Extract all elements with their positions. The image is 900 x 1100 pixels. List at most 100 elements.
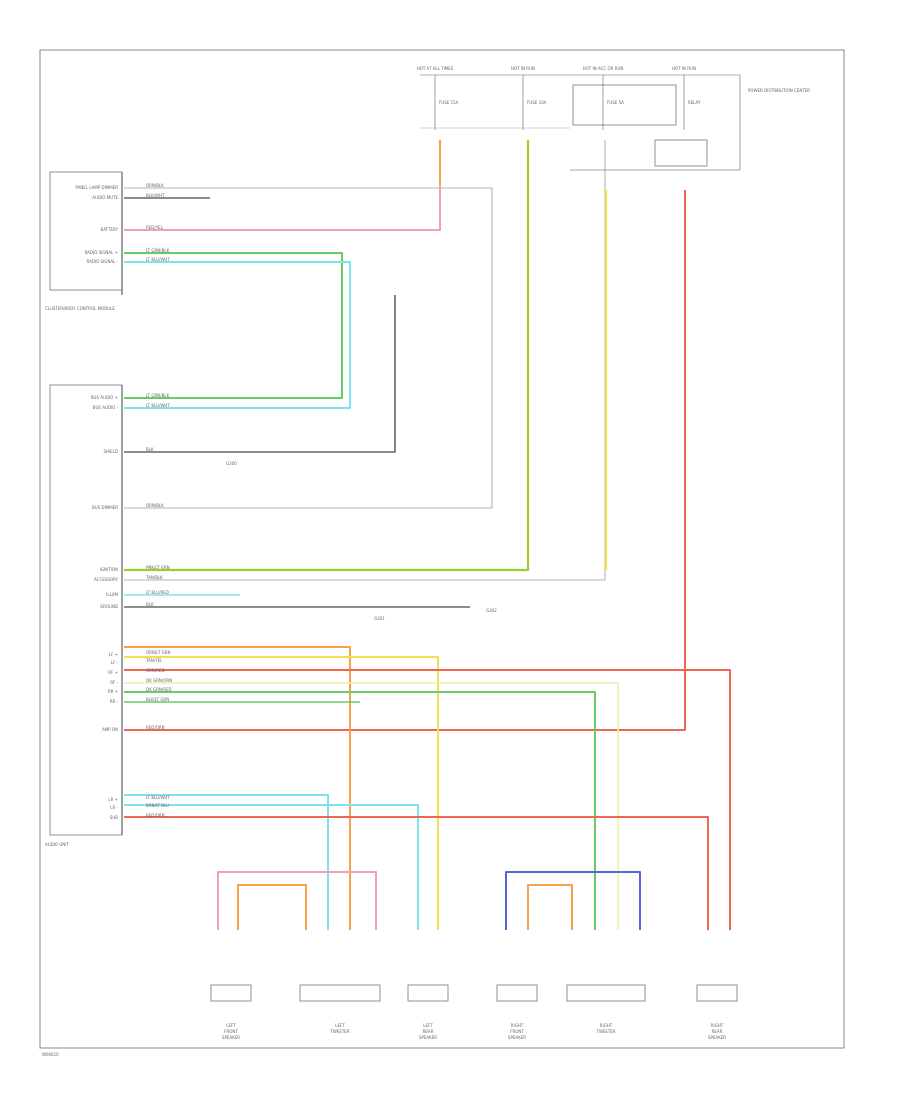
radio-pin-wire-9: TAN/YEL — [145, 658, 163, 663]
speaker-box-4 — [566, 984, 646, 1002]
radio-pin-wire-2: BLK — [146, 447, 154, 452]
module-pin-label-4: RADIO SIGNAL - — [86, 259, 118, 264]
module-pin-label-0: PANEL LAMP DIMMER — [75, 185, 118, 190]
wire-amp-on — [124, 190, 686, 731]
radio-pin-wire-15: LT BLU/WHT — [146, 795, 170, 800]
wire-left-front-loop-inner — [237, 884, 307, 930]
radio-pin-label-0: BUS AUDIO + — [91, 395, 118, 400]
radio-pin-wire-11: DK GRN/ORN — [146, 678, 172, 683]
module-pin-label-2: BATTERY — [101, 227, 119, 232]
module-pin-wire-4: LT BLU/WHT — [146, 257, 170, 262]
speaker-label2-5: REAR — [712, 1029, 723, 1034]
fuse-box-label: POWER DISTRIBUTION CENTER — [748, 88, 810, 93]
radio-pin-wire-0: LT GRN/BLK — [146, 393, 170, 398]
wire-shield — [124, 295, 396, 453]
radio-pin-wire-14: RED/ORN — [146, 725, 165, 730]
module-label: CLUSTER/BODY CONTROL MODULE — [45, 306, 115, 311]
speaker-label1-5: RIGHT — [711, 1023, 724, 1028]
speaker-label1-4: RIGHT — [600, 1023, 613, 1028]
audio-unit-label: AUDIO UNIT — [45, 842, 69, 847]
speaker-label2-4: TWEETER — [595, 1029, 615, 1034]
wire-lf-plus — [124, 646, 351, 930]
wire-lr-plus — [124, 794, 329, 930]
speaker-label2-1: TWEETER — [329, 1029, 349, 1034]
fuse-hot-label-1: HOT IN RUN — [511, 66, 535, 71]
wire-battery — [124, 140, 441, 231]
speaker-label2-3: FRONT — [510, 1029, 524, 1034]
speaker-label3-3: SPEAKER — [508, 1035, 526, 1040]
speaker-label1-1: LEFT — [335, 1023, 345, 1028]
radio-pin-wire-10: ORN/RED — [146, 668, 165, 673]
radio-pin-wire-13: BLK/LT GRN — [146, 697, 169, 702]
radio-pin-label-8: LF + — [109, 652, 118, 657]
wire-ignition — [124, 140, 530, 572]
wire-dimmer — [124, 187, 493, 509]
speaker-label3-0: SPEAKER — [222, 1035, 240, 1040]
radio-pin-wire-16: BRN/LT BLU — [146, 803, 169, 808]
radio-pin-label-4: IGNITION — [100, 567, 118, 572]
wire-right-front-loop-inner — [527, 884, 573, 930]
wire-sub — [124, 816, 709, 930]
speaker-label2-2: REAR — [423, 1029, 434, 1034]
radio-pin-wire-1: LT BLU/WHT — [146, 403, 170, 408]
footer-code: W00010 — [42, 1052, 59, 1057]
speaker-label1-2: LEFT — [423, 1023, 433, 1028]
wire-left-front-loop — [217, 871, 377, 930]
fuse-name-1: FUSE 10A — [527, 100, 547, 105]
radio-pin-wire-17: RED/ORN — [146, 813, 165, 818]
wire-lr-minus — [124, 804, 419, 930]
radio-pin-label-13: RR - — [110, 699, 119, 704]
speaker-label3-2: SPEAKER — [419, 1035, 437, 1040]
radio-pin-label-16: LR - — [110, 805, 118, 810]
ground-label-2: G302 — [486, 608, 497, 613]
radio-pin-label-3: BUS DIMMER — [92, 505, 118, 510]
radio-pin-label-7: GROUND — [100, 604, 118, 609]
diagram-frame — [39, 49, 845, 1049]
radio-pin-wire-5: TAN/BLK — [145, 575, 163, 580]
radio-pin-label-17: SUB — [110, 815, 118, 820]
relay-coil-box — [654, 139, 708, 167]
fuse-name-2: FUSE 5A — [607, 100, 624, 105]
module-pin-wire-2: RED/YEL — [146, 225, 164, 230]
wire-rr-plus — [124, 691, 596, 930]
module-pin-label-3: RADIO SIGNAL + — [85, 250, 118, 255]
wire-rf-plus — [124, 669, 731, 930]
fuse-hot-label-0: HOT AT ALL TIMES — [417, 66, 454, 71]
wire-bus-minus — [124, 261, 351, 409]
radio-pin-label-5: ACCESSORY — [94, 577, 119, 582]
radio-pin-wire-4: PNK/LT GRN — [146, 565, 170, 570]
fuse-hot-label-2: HOT IN ACC OR RUN — [583, 66, 624, 71]
radio-pin-label-10: RF + — [108, 670, 118, 675]
radio-pin-label-6: ILLUM — [106, 592, 118, 597]
radio-pin-label-15: LR + — [108, 797, 118, 802]
radio-pin-label-12: RR + — [108, 689, 118, 694]
ground-label-1: G301 — [374, 616, 385, 621]
wire-harness — [124, 140, 731, 930]
speaker-label1-0: LEFT — [226, 1023, 236, 1028]
radio-pin-wire-8: ORN/LT GRN — [146, 650, 171, 655]
radio-pin-wire-6: LT BLU/RED — [146, 590, 169, 595]
fuse-name-3: RELAY — [688, 100, 701, 105]
radio-pin-label-9: LF - — [111, 660, 119, 665]
fuse-hot-label-3: HOT IN RUN — [672, 66, 696, 71]
speaker-box-5 — [696, 984, 738, 1002]
module-pin-label-1: AUDIO MUTE — [92, 195, 118, 200]
radio-pin-wire-7: BLK — [146, 602, 154, 607]
speaker-box-0 — [210, 984, 252, 1002]
speaker-label1-3: RIGHT — [511, 1023, 524, 1028]
radio-pin-wire-3: ORN/BLK — [146, 503, 164, 508]
radio-pin-wire-12: DK GRN/RED — [146, 687, 172, 692]
wire-rf-minus — [124, 682, 619, 930]
module-pin-wire-3: LT GRN/BLK — [146, 248, 170, 253]
radio-pin-label-1: BUS AUDIO - — [93, 405, 119, 410]
module-pin-wire-0: ORN/BLK — [146, 183, 164, 188]
speaker-box-3 — [496, 984, 538, 1002]
outer-frame — [39, 49, 845, 1049]
ground-label-0: G200 — [226, 461, 237, 466]
module-pin-wire-1: BLK/WHT — [146, 193, 165, 198]
radio-pin-label-2: SHIELD — [103, 449, 118, 454]
radio-pin-label-14: AMP ON — [102, 727, 118, 732]
